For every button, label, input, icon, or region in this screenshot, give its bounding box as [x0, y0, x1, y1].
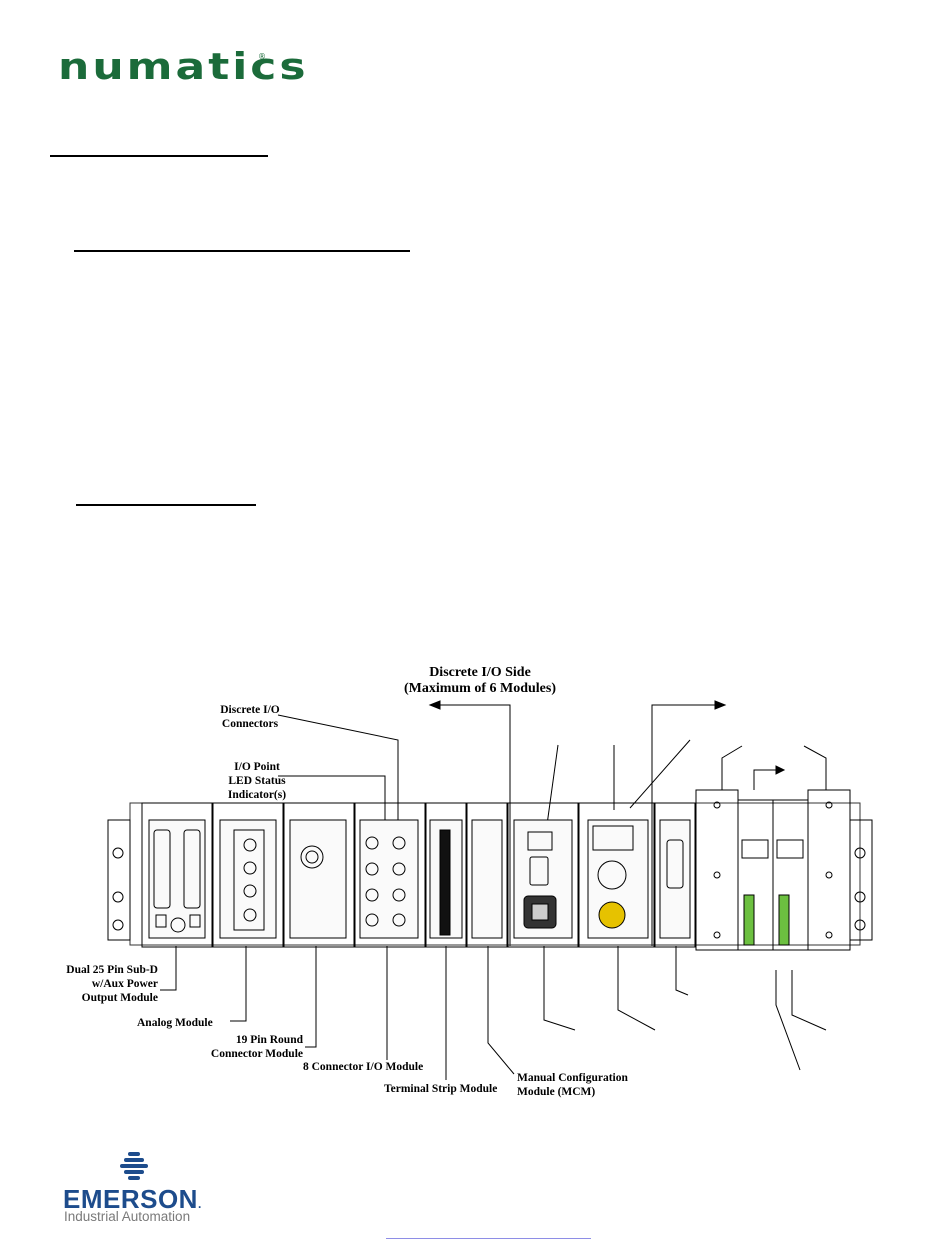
subsection-heading-underline-1: [74, 250, 410, 252]
leader-module-a: [543, 946, 576, 1031]
leader-led: [278, 775, 386, 830]
module-end-plate-left: [695, 789, 739, 951]
module-valve-2: [772, 799, 809, 951]
registered-mark: ®: [258, 52, 266, 61]
diagram-title: Discrete I/O Side (Maximum of 6 Modules): [360, 665, 600, 697]
end-bracket-left: [107, 819, 131, 941]
callout-mcm: Manual Configuration Module (MCM): [517, 1072, 628, 1098]
callout-discrete-io-connectors: Discrete I/O Connectors: [220, 704, 280, 730]
callout-dual-25-pin: Dual 25 Pin Sub-D w/Aux Power Output Mod…: [66, 964, 158, 1004]
module-analog: [212, 802, 284, 948]
leader-analog: [230, 946, 247, 1022]
callout-terminal-strip: Terminal Strip Module: [384, 1083, 498, 1095]
leader-top-f: [753, 769, 784, 790]
leader-top-a: [545, 744, 559, 833]
leader-dual-25: [160, 946, 177, 991]
leader-module-b: [617, 946, 656, 1031]
discrete-side-arrow-right: [651, 704, 725, 946]
end-bracket-right: [849, 819, 873, 941]
emerson-division: Industrial Automation: [64, 1209, 191, 1224]
diagram-title-line1: Discrete I/O Side: [429, 665, 531, 680]
module-terminal-strip: [425, 802, 467, 948]
callout-19-pin-round: 19 Pin Round Connector Module: [210, 1034, 303, 1060]
callout-analog-module: Analog Module: [137, 1017, 213, 1029]
module-mcm: [507, 802, 579, 948]
leader-discrete-connectors: [277, 714, 399, 830]
leader-top-e: [803, 745, 827, 790]
module-communication: [578, 802, 655, 948]
module-sub-d: [654, 802, 696, 948]
module-19-pin-round: [283, 802, 355, 948]
module-blank: [466, 802, 508, 948]
discrete-side-arrow-left: [430, 704, 511, 946]
leader-top-d: [721, 745, 743, 790]
callout-8-connector: 8 Connector I/O Module: [303, 1061, 424, 1073]
leader-top-c: [629, 739, 691, 809]
leader-module-e: [791, 970, 827, 1031]
module-8-connector: [354, 802, 426, 948]
emerson-logo-text: EMERSON.: [63, 1184, 202, 1214]
callout-io-point-led: I/O Point LED Status Indicator(s): [227, 761, 287, 801]
subsection-heading-underline-2: [76, 504, 256, 506]
emerson-logo-icon: [120, 1152, 148, 1180]
diagram-title-line2: (Maximum of 6 Modules): [403, 681, 557, 696]
module-end-plate-right: [807, 789, 851, 951]
numatics-logo: numatics: [58, 46, 309, 88]
module-dual-25-pin: [141, 802, 213, 948]
footer-link[interactable]: [386, 1238, 591, 1239]
leader-19-pin: [305, 946, 317, 1048]
module-valve-1: [737, 799, 774, 951]
leader-mcm: [487, 946, 515, 1075]
section-heading-underline: [50, 155, 268, 157]
leader-module-c: [675, 946, 689, 996]
leader-module-d: [775, 970, 801, 1071]
